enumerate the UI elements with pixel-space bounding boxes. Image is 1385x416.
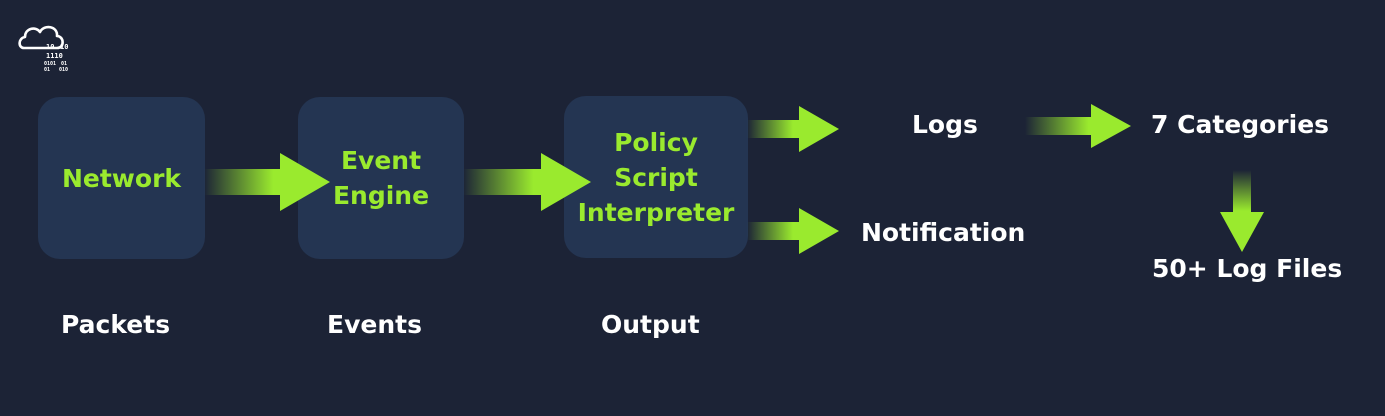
- log-files-label: 50+ Log Files: [1152, 254, 1343, 283]
- categories-label: 7 Categories: [1151, 110, 1330, 139]
- logo-digit: 010: [59, 67, 68, 73]
- logo-digit: 10: [46, 43, 54, 51]
- arrow-policy-to-notification: [747, 208, 839, 254]
- logo-digit: 01: [61, 61, 67, 67]
- arrow-categories-to-log-files: [1220, 170, 1264, 252]
- logo-digit: 0101: [44, 61, 56, 67]
- event-engine-box-label: Event Engine: [332, 146, 430, 210]
- events-label: Events: [327, 310, 422, 339]
- logo-digit: 10: [60, 43, 68, 51]
- logo-digit: 1110: [46, 52, 63, 60]
- event-engine-box: Event Engine: [298, 97, 464, 259]
- arrow-engine-to-policy: [463, 153, 591, 211]
- policy-script-interpreter-box: Policy Script Interpreter: [564, 96, 748, 258]
- network-box-label: Network: [61, 163, 182, 193]
- cloud-binary-logo-icon: 10 10 1110 0101 01 01 010: [18, 25, 68, 73]
- logo-digit: 01: [44, 67, 50, 73]
- notification-label: Notification: [861, 218, 1026, 247]
- policy-box-label: Policy Script Interpreter: [577, 127, 735, 227]
- arrow-network-to-engine: [204, 153, 330, 211]
- logs-label: Logs: [912, 110, 978, 139]
- output-label: Output: [601, 310, 700, 339]
- arrow-policy-to-logs: [747, 106, 839, 152]
- arrow-logs-to-categories: [1025, 104, 1131, 148]
- packets-label: Packets: [61, 310, 171, 339]
- network-box: Network: [38, 97, 205, 259]
